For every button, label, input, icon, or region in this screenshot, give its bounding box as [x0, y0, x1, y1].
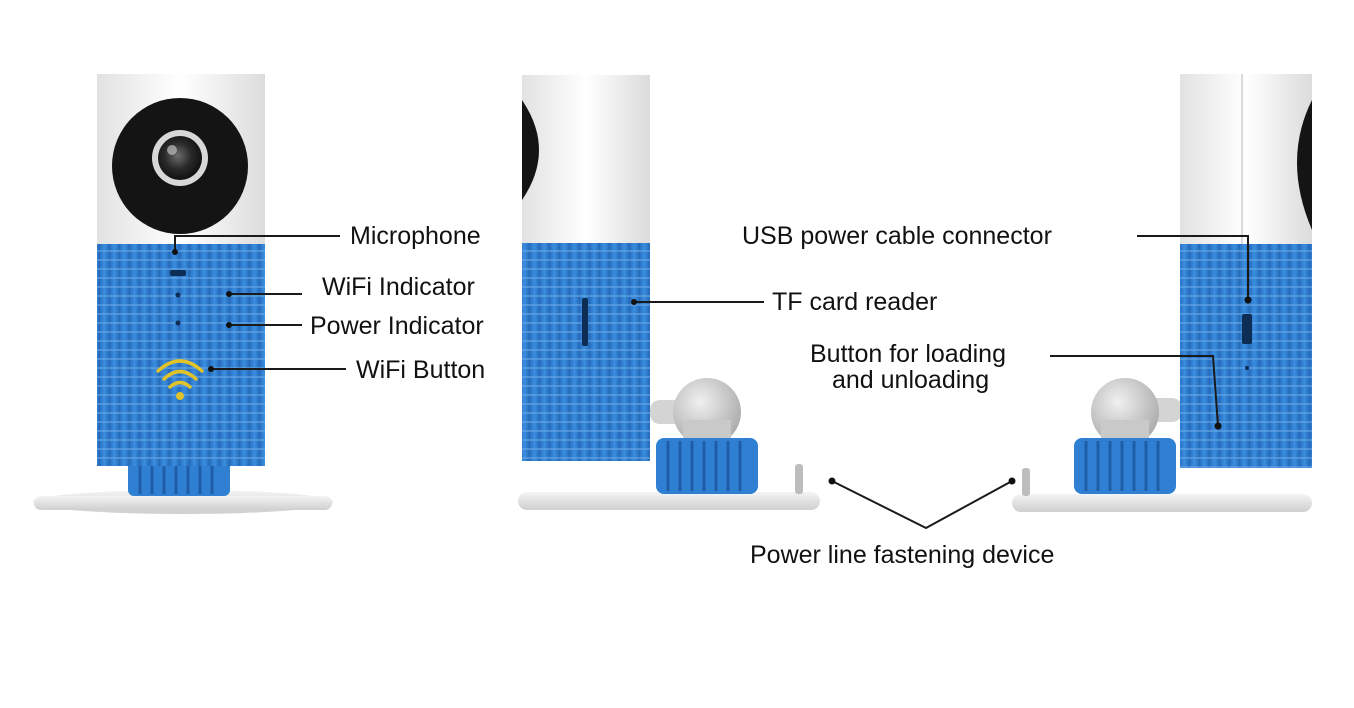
power-line-leader	[831, 480, 1013, 530]
wifi-button-icon	[156, 359, 204, 389]
camera-top-white	[522, 75, 650, 245]
mount-nut	[1074, 438, 1176, 494]
base-plate-edge	[34, 496, 332, 510]
usb-port	[1242, 314, 1252, 344]
camera-body-blue	[97, 244, 265, 466]
base-plate	[518, 492, 820, 510]
label-usb-power: USB power cable connector	[742, 222, 1052, 250]
camera-back-view	[1012, 74, 1312, 512]
wifi-button-icon-dot	[176, 392, 184, 400]
label-wifi-button: WiFi Button	[356, 356, 485, 384]
callout-labels: Microphone WiFi Indicator Power Indicato…	[310, 222, 1054, 569]
label-power-line: Power line fastening device	[750, 541, 1054, 569]
reset-button-hole	[1245, 366, 1249, 370]
power-line-fastener	[1022, 468, 1030, 496]
lens-edge	[1297, 100, 1312, 230]
power-line-fastener	[795, 464, 803, 494]
label-microphone: Microphone	[350, 222, 481, 250]
label-power-indicator: Power Indicator	[310, 312, 484, 340]
usb-power-leader	[1137, 235, 1249, 300]
camera-body-blue	[522, 243, 650, 461]
leader-lines	[172, 235, 1252, 530]
button-loading-leader	[1050, 355, 1219, 427]
base-plate	[1012, 494, 1312, 512]
label-button-loading-line1: Button for loading	[810, 340, 1006, 368]
lens-highlight	[167, 145, 177, 155]
label-wifi-indicator: WiFi Indicator	[322, 273, 475, 301]
mount-nut-ridges	[666, 441, 742, 491]
power-indicator-led	[175, 320, 181, 326]
label-button-loading-line2: and unloading	[832, 366, 989, 394]
wifi-indicator-led	[175, 292, 181, 298]
label-tf-card-reader: TF card reader	[772, 288, 937, 316]
camera-front-view	[33, 74, 333, 514]
camera-top-white	[1180, 74, 1312, 246]
lens-edge	[522, 100, 539, 200]
mount-nut-ridges	[1084, 441, 1160, 491]
camera-side-view	[518, 75, 820, 510]
lens-glass	[158, 136, 202, 180]
mount-nut	[656, 438, 758, 494]
microphone-leader	[174, 235, 340, 252]
tf-card-slot	[582, 298, 588, 346]
microphone-hole	[170, 270, 186, 276]
